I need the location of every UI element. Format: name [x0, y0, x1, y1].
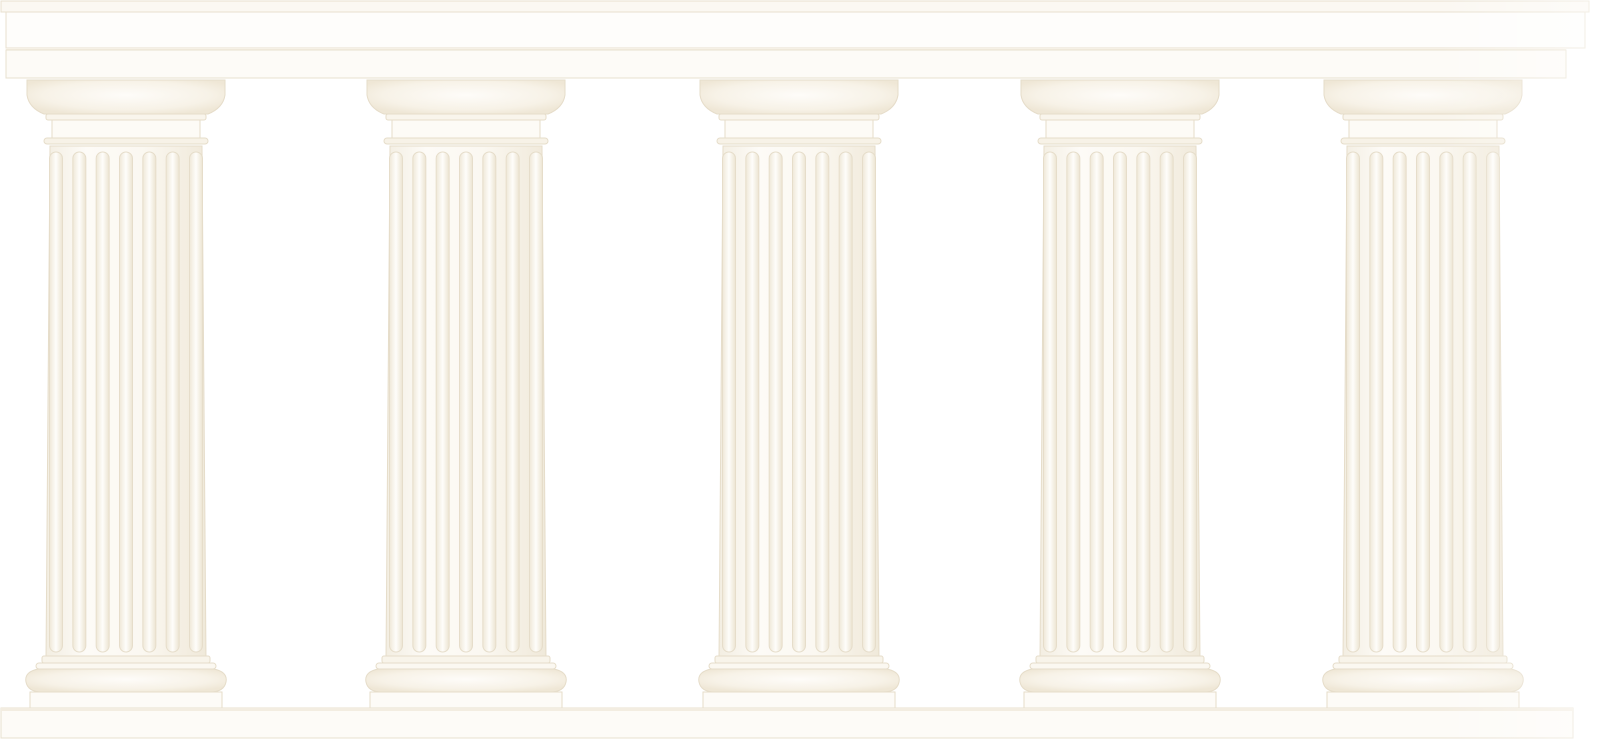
column-flute [435, 151, 450, 653]
column-base-ring [708, 662, 890, 670]
column-plinth [702, 691, 896, 709]
column-base-ring [375, 662, 557, 670]
column-flute [412, 151, 427, 653]
column-astragal [716, 137, 882, 145]
column-flute [815, 151, 830, 653]
column-flute [529, 151, 543, 653]
column-base-torus [25, 668, 227, 693]
column-flute [165, 151, 180, 653]
column-flute [389, 151, 403, 653]
column-astragal [43, 137, 209, 145]
column-capital-neck [724, 119, 874, 139]
column-plinth [369, 691, 563, 709]
column-flute [1089, 151, 1104, 653]
column-flute [745, 151, 760, 653]
column-flute [1113, 151, 1127, 653]
column-capital-echinus [366, 79, 566, 115]
column-4 [1019, 79, 1221, 709]
columns-group [25, 79, 1524, 709]
column-flute [505, 151, 520, 653]
column-base-torus [365, 668, 567, 693]
column-plinth [29, 691, 223, 709]
column-base-torus [698, 668, 900, 693]
column-capital-neck [51, 119, 201, 139]
base-slab-top-edge [1, 708, 1573, 711]
column-capital-echinus [26, 79, 226, 115]
column-base-ring [1029, 662, 1211, 670]
column-capital-echinus [699, 79, 899, 115]
column-flute [1392, 151, 1407, 653]
column-astragal [1037, 137, 1203, 145]
architrave-band [5, 49, 1567, 79]
column-flute [49, 151, 63, 653]
right-fade-overlay [1440, 0, 1609, 739]
column-flute [142, 151, 157, 653]
column-flute [482, 151, 497, 653]
column-flute [722, 151, 736, 653]
column-1 [25, 79, 227, 709]
column-flute [862, 151, 876, 653]
column-flute [95, 151, 110, 653]
column-flute [189, 151, 203, 653]
frieze-band [5, 11, 1586, 49]
column-base-fillet [381, 655, 551, 664]
column-capital-neck [1045, 119, 1195, 139]
base-slab [0, 707, 1574, 739]
column-capital-ring [718, 113, 880, 121]
column-astragal [383, 137, 549, 145]
column-flute [459, 151, 473, 653]
column-flute [1346, 151, 1360, 653]
column-base-fillet [41, 655, 211, 664]
entablature [0, 0, 1590, 79]
column-flute [1136, 151, 1151, 653]
column-capital-echinus [1020, 79, 1220, 115]
column-capital-ring [1039, 113, 1201, 121]
column-2 [365, 79, 567, 709]
column-flute [1159, 151, 1174, 653]
stylobate [0, 707, 1574, 739]
column-flute [119, 151, 133, 653]
column-capital-ring [385, 113, 547, 121]
column-plinth [1023, 691, 1217, 709]
column-base-ring [35, 662, 217, 670]
column-flute [1043, 151, 1057, 653]
column-3 [698, 79, 900, 709]
column-flute [838, 151, 853, 653]
column-base-fillet [714, 655, 884, 664]
column-flute [1369, 151, 1384, 653]
column-capital-ring [45, 113, 207, 121]
column-flute [792, 151, 806, 653]
column-base-torus [1019, 668, 1221, 693]
column-base-fillet [1035, 655, 1205, 664]
column-flute [768, 151, 783, 653]
column-capital-neck [391, 119, 541, 139]
column-flute [1183, 151, 1197, 653]
column-flute [1066, 151, 1081, 653]
cornice-top [0, 0, 1590, 13]
column-flute [1416, 151, 1430, 653]
column-flute [72, 151, 87, 653]
